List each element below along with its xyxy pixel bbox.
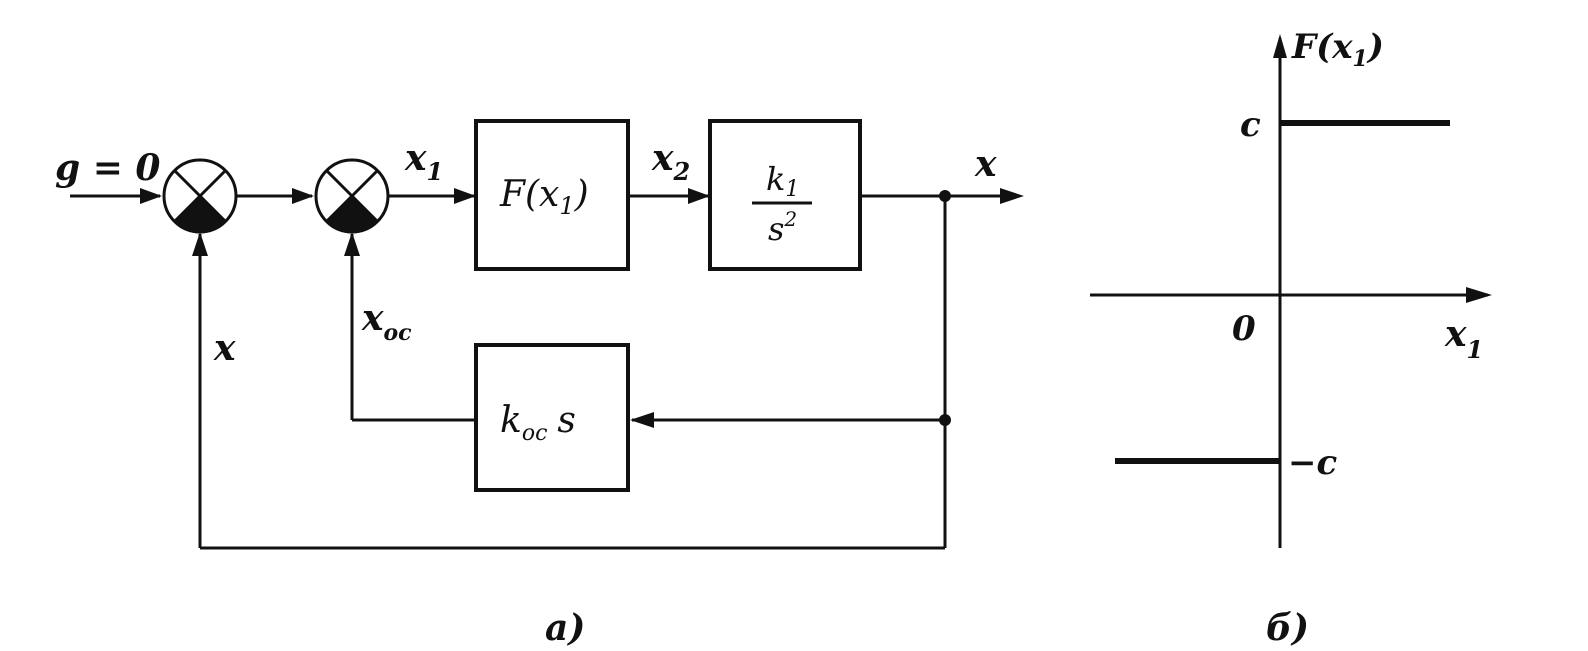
y-axis-label: F(x1) [1291, 27, 1384, 72]
x-axis-arrowhead [1466, 287, 1492, 303]
positive-level-label: c [1240, 105, 1261, 145]
x2-arrowhead [688, 188, 710, 204]
nonlinear-block-label: F(x1) [499, 174, 589, 220]
xoc-label: xoc [361, 297, 412, 346]
x2-label: x2 [651, 137, 690, 186]
summing-junction-1 [162, 158, 238, 234]
main-feedback-label: x [213, 327, 236, 369]
caption-a: a) [545, 607, 585, 649]
output-label: x [974, 143, 997, 185]
plant-numerator: k1 [766, 160, 799, 202]
diagram-a: g = 0 x1 F(x1) x2 k1 [55, 119, 1024, 649]
caption-b: б) [1266, 607, 1309, 649]
negative-level-label: −c [1288, 443, 1337, 483]
input-arrowhead [140, 188, 162, 204]
x1-label: x1 [404, 137, 443, 186]
derivative-feedback-arrowhead [630, 412, 654, 428]
nonlinear-block [474, 119, 630, 271]
origin-label: 0 [1232, 309, 1256, 349]
sum2-input-arrowhead [292, 188, 314, 204]
main-feedback-arrowhead [192, 232, 208, 256]
output-arrowhead [1000, 188, 1024, 204]
summing-junction-2 [314, 158, 390, 234]
x1-arrowhead [454, 188, 476, 204]
x-axis-label: x1 [1444, 313, 1483, 364]
diagram-b: F(x1) x1 0 c −c б) [1090, 27, 1492, 649]
derivative-feedback-block [474, 343, 630, 492]
y-axis-arrowhead [1273, 34, 1287, 58]
input-label: g = 0 [55, 147, 160, 189]
plant-denominator: s2 [768, 207, 797, 248]
plant-block [708, 119, 862, 271]
xoc-arrowhead [344, 232, 360, 256]
